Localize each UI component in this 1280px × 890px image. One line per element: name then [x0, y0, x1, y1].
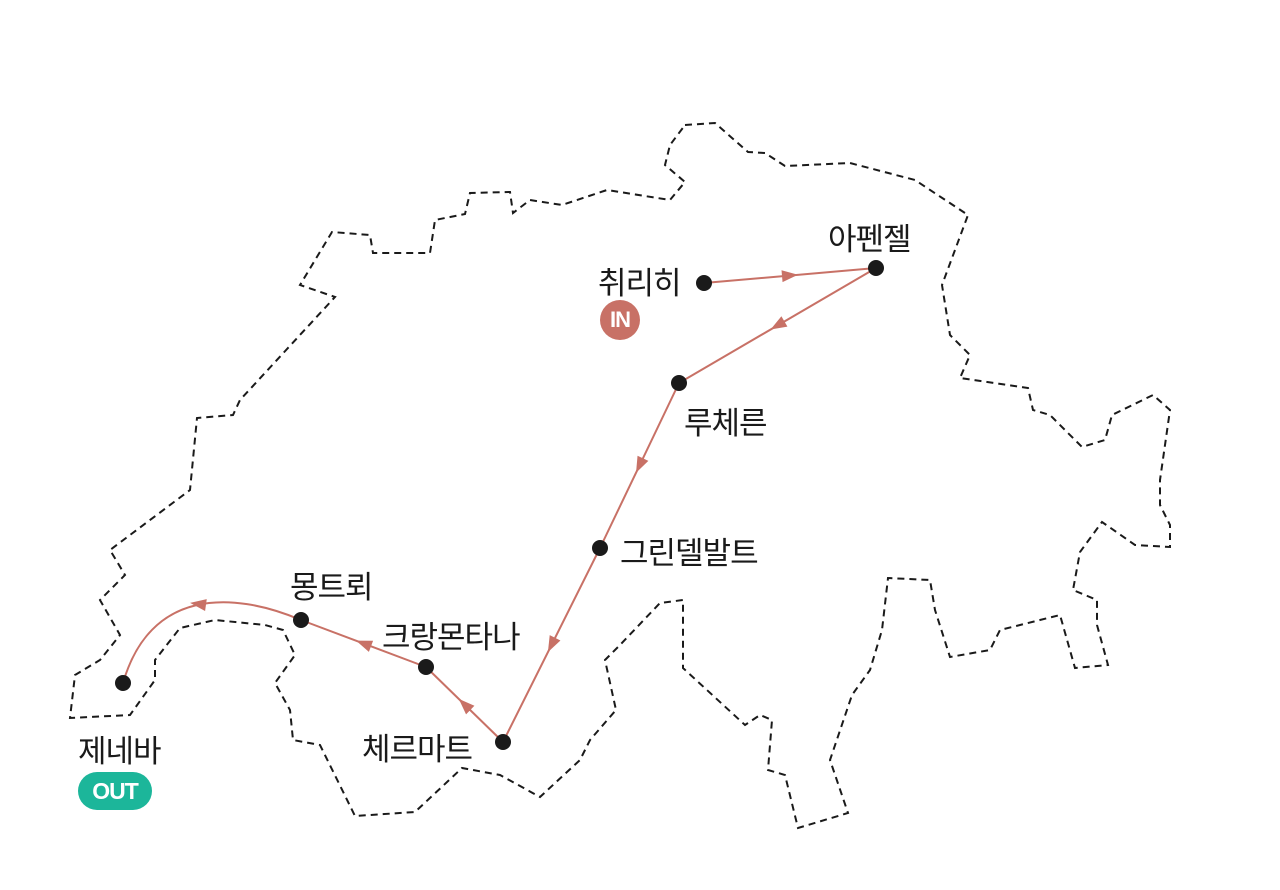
route-arrow-icon [356, 640, 374, 652]
route-arrow-icon [636, 455, 649, 473]
city-marker-grindelwald [592, 540, 608, 556]
city-label-crans-montana: 크랑몬타나 [382, 620, 521, 656]
city-label-geneva: 제네바 [78, 734, 162, 770]
route-arrow-icon [547, 635, 561, 653]
city-marker-geneva [115, 675, 131, 691]
city-label-zurich: 취리히 [598, 266, 682, 302]
city-label-zermatt: 체르마트 [362, 732, 473, 768]
city-marker-appenzell [868, 260, 884, 276]
city-label-montreux: 몽트뢰 [290, 570, 374, 606]
city-label-luzern: 루체른 [684, 406, 768, 442]
route-arrow-icon [781, 270, 798, 283]
country-border [68, 121, 1172, 830]
route-path [122, 267, 877, 743]
city-label-appenzell: 아펜젤 [828, 222, 912, 258]
route-arrow-icon [770, 316, 788, 330]
city-marker-montreux [293, 612, 309, 628]
in-badge: IN [600, 300, 640, 340]
city-marker-zurich [696, 275, 712, 291]
city-markers [115, 260, 884, 750]
city-marker-luzern [671, 375, 687, 391]
city-marker-crans-montana [418, 659, 434, 675]
out-badge: OUT [78, 772, 152, 810]
route-arrow-icon [190, 599, 207, 612]
route-arrow-icon [458, 698, 475, 715]
city-marker-zermatt [495, 734, 511, 750]
route-segment [122, 601, 302, 684]
city-label-grindelwald: 그린델발트 [620, 536, 759, 572]
